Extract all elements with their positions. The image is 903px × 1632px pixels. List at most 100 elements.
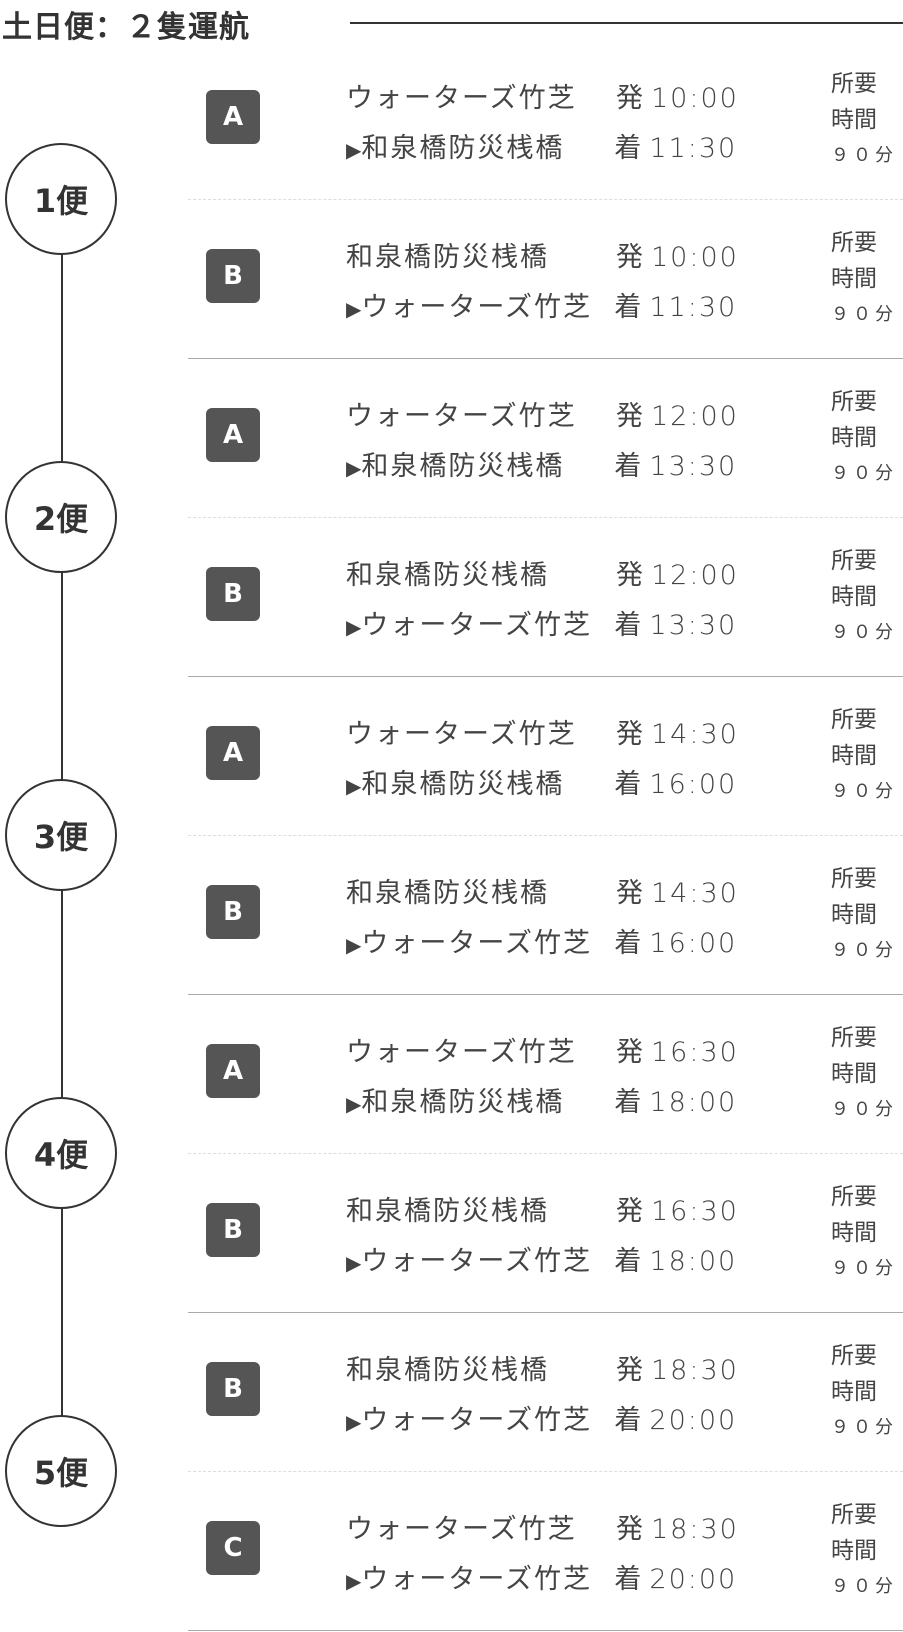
- departure-label: 発: [616, 1196, 645, 1227]
- duration-label-2: 時間: [831, 902, 877, 928]
- solid-divider: [188, 676, 903, 677]
- arrival-place: ウォーターズ竹芝: [361, 1246, 593, 1277]
- departure-place: 和泉橋防災桟橋: [346, 242, 549, 273]
- arrival-time: 16:00: [649, 769, 738, 800]
- arrival-place: ウォーターズ竹芝: [361, 292, 593, 323]
- departure-time: 12:00: [651, 560, 739, 591]
- solid-divider: [188, 1312, 903, 1313]
- duration-value: ９０分: [831, 1258, 897, 1279]
- arrow-right-icon: ▶: [346, 297, 362, 321]
- duration-label-2: 時間: [831, 1379, 877, 1405]
- arrival-time: 11:30: [649, 133, 738, 164]
- duration-value: ９０分: [831, 622, 897, 643]
- dashed-divider: [188, 1471, 903, 1472]
- duration-info: 所要時間 ９０分: [831, 543, 897, 651]
- duration-label-2: 時間: [831, 1220, 877, 1246]
- arrival-place: 和泉橋防災桟橋: [361, 769, 565, 800]
- arrival-label: 着: [614, 1564, 644, 1595]
- solid-divider: [188, 358, 903, 359]
- arrival-label: 着: [614, 1087, 644, 1118]
- departure-place: ウォーターズ竹芝: [346, 719, 577, 750]
- departure-time: 18:30: [651, 1355, 739, 1386]
- duration-label-1: 所要: [831, 1025, 877, 1051]
- boat-badge: B: [206, 567, 260, 621]
- departure-label: 発: [616, 401, 645, 432]
- departure-time: 18:30: [651, 1514, 739, 1545]
- arrival-label: 着: [614, 769, 644, 800]
- duration-label-2: 時間: [831, 1061, 877, 1087]
- arrival-time: 20:00: [649, 1564, 738, 1595]
- arrival-time: 20:00: [649, 1405, 738, 1436]
- arrival-place: 和泉橋防災桟橋: [361, 451, 565, 482]
- duration-label-1: 所要: [831, 866, 877, 892]
- page-title: 土日便：２隻運航: [2, 10, 250, 45]
- duration-label-1: 所要: [831, 71, 877, 97]
- departure-place: 和泉橋防災桟橋: [346, 560, 549, 591]
- departure-place: ウォーターズ竹芝: [346, 1514, 577, 1545]
- dashed-divider: [188, 1153, 903, 1154]
- departure-place: ウォーターズ竹芝: [346, 83, 577, 114]
- departure-place: ウォーターズ竹芝: [346, 1037, 577, 1068]
- arrow-right-icon: ▶: [346, 774, 362, 798]
- arrow-right-icon: ▶: [346, 138, 362, 162]
- arrival-time: 13:30: [649, 610, 738, 641]
- duration-label-1: 所要: [831, 548, 877, 574]
- departure-time: 14:30: [651, 719, 739, 750]
- boat-badge: B: [206, 1362, 260, 1416]
- departure-label: 発: [616, 878, 645, 909]
- boat-badge: B: [206, 1203, 260, 1257]
- arrival-place: ウォーターズ竹芝: [361, 610, 593, 641]
- duration-label-2: 時間: [831, 266, 877, 292]
- solid-divider: [188, 994, 903, 995]
- duration-value: ９０分: [831, 1417, 897, 1438]
- arrival-label: 着: [614, 133, 644, 164]
- arrow-right-icon: ▶: [346, 933, 362, 957]
- arrow-right-icon: ▶: [346, 1569, 362, 1593]
- boat-badge: A: [206, 726, 260, 780]
- arrival-place: 和泉橋防災桟橋: [361, 1087, 565, 1118]
- departure-label: 発: [616, 83, 645, 114]
- departure-label: 発: [616, 242, 645, 273]
- duration-label-2: 時間: [831, 743, 877, 769]
- departure-place: 和泉橋防災桟橋: [346, 878, 549, 909]
- departure-label: 発: [616, 719, 645, 750]
- arrow-right-icon: ▶: [346, 615, 362, 639]
- duration-label-1: 所要: [831, 1343, 877, 1369]
- duration-label-1: 所要: [831, 389, 877, 415]
- arrow-right-icon: ▶: [346, 1092, 362, 1116]
- dashed-divider: [188, 517, 903, 518]
- arrival-place: 和泉橋防災桟橋: [361, 133, 565, 164]
- dashed-divider: [188, 835, 903, 836]
- boat-badge: C: [206, 1521, 260, 1575]
- departure-label: 発: [616, 1514, 645, 1545]
- duration-value: ９０分: [831, 940, 897, 961]
- arrival-label: 着: [614, 1246, 644, 1277]
- duration-value: ９０分: [831, 463, 897, 484]
- departure-place: ウォーターズ竹芝: [346, 401, 577, 432]
- duration-label-2: 時間: [831, 584, 877, 610]
- arrival-place: ウォーターズ竹芝: [361, 1405, 593, 1436]
- solid-divider: [188, 1630, 903, 1631]
- duration-label-2: 時間: [831, 1538, 877, 1564]
